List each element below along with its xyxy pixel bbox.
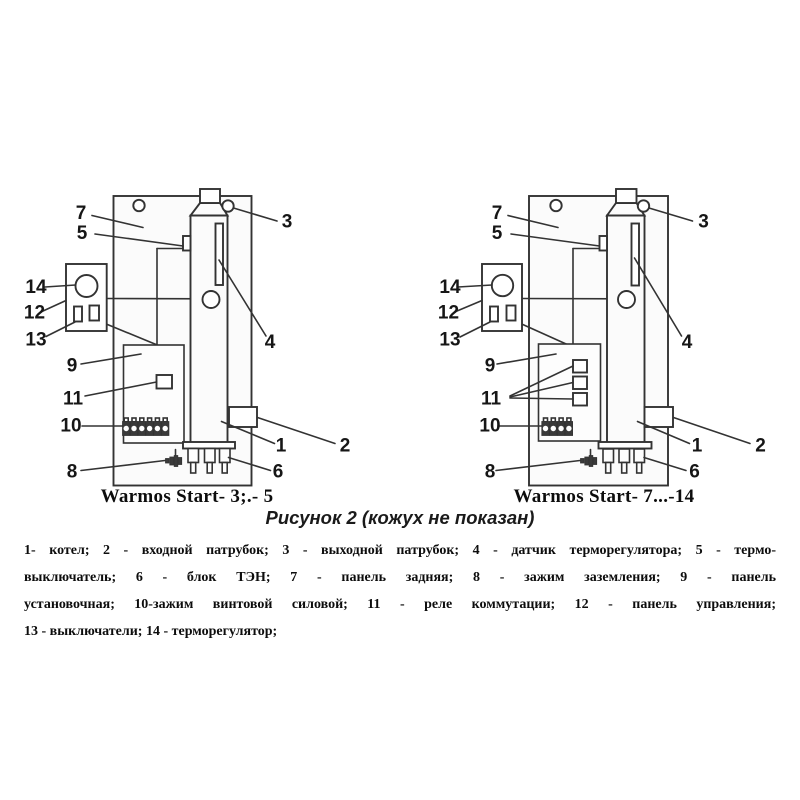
switch bbox=[505, 304, 517, 322]
legend-line: 1- котел; 2 - входной патрубок; 3 - выхо… bbox=[24, 543, 776, 558]
callout-numbers: 7 5 14 12 13 9 11 10 8 3 4 1 2 6 bbox=[438, 203, 766, 483]
heater-flange bbox=[597, 441, 653, 450]
callout-4: 4 bbox=[265, 332, 276, 353]
power-terminal-block bbox=[122, 417, 170, 436]
heating-element-block bbox=[187, 447, 231, 474]
thermal-cutout bbox=[598, 235, 608, 252]
callout-13: 13 bbox=[25, 330, 46, 351]
callout-1: 1 bbox=[692, 436, 703, 457]
thermostat-sensor bbox=[630, 222, 640, 287]
callout-11: 11 bbox=[481, 389, 502, 410]
callout-5: 5 bbox=[77, 223, 88, 244]
callout-14: 14 bbox=[439, 277, 461, 298]
callout-10: 10 bbox=[60, 416, 81, 437]
thermostat-sensor bbox=[214, 222, 224, 286]
leader-lines bbox=[456, 207, 751, 472]
diagram-warmos-start-3-5: 7 5 14 12 13 9 11 10 8 3 4 1 2 6 bbox=[24, 188, 350, 487]
callout-6: 6 bbox=[689, 462, 700, 483]
commutation-relay bbox=[155, 374, 173, 390]
mount-hole bbox=[132, 198, 146, 213]
heater-flange bbox=[182, 441, 236, 450]
sensor-port bbox=[201, 290, 221, 309]
callout-12: 12 bbox=[24, 303, 45, 324]
inlet-pipe bbox=[643, 406, 674, 428]
switch bbox=[88, 304, 100, 322]
callout-8: 8 bbox=[485, 462, 496, 483]
callout-14: 14 bbox=[25, 277, 47, 298]
legend-line: 13 - выключатели; 14 - терморегулятор; bbox=[24, 624, 278, 639]
thermostat-knob bbox=[74, 274, 99, 298]
figure-caption: Рисунок 2 (кожух не показан) bbox=[265, 507, 535, 528]
boiler-tank bbox=[597, 188, 674, 450]
power-terminal-block bbox=[541, 417, 574, 436]
callout-numbers: 7 5 14 12 13 9 11 10 8 3 4 1 2 6 bbox=[24, 203, 350, 483]
callout-7: 7 bbox=[492, 203, 503, 224]
callout-3: 3 bbox=[698, 212, 709, 233]
model-title-right: Warmos Start- 7...-14 bbox=[513, 486, 695, 507]
control-panel bbox=[65, 263, 108, 332]
callout-3: 3 bbox=[282, 212, 293, 233]
parts-legend: 1- котел; 2 - входной патрубок; 3 - выхо… bbox=[24, 537, 776, 645]
callout-2: 2 bbox=[755, 436, 766, 457]
thermostat-knob bbox=[490, 273, 515, 298]
switch bbox=[73, 305, 83, 323]
leader-lines bbox=[42, 207, 336, 472]
switch bbox=[489, 305, 499, 323]
heating-element-block bbox=[602, 448, 646, 474]
thermal-cutout bbox=[182, 235, 192, 252]
outlet-pipe bbox=[615, 188, 638, 204]
callout-1: 1 bbox=[276, 436, 287, 457]
callout-11: 11 bbox=[63, 389, 84, 410]
callout-2: 2 bbox=[340, 436, 351, 457]
inlet-pipe bbox=[228, 406, 258, 428]
sensor-port bbox=[617, 290, 636, 309]
callout-8: 8 bbox=[67, 462, 78, 483]
boiler-diagrams: 7 5 14 12 13 9 11 10 8 3 4 1 2 6 bbox=[24, 188, 766, 487]
outlet-port bbox=[636, 199, 651, 213]
callout-13: 13 bbox=[439, 330, 460, 351]
outlet-port bbox=[221, 199, 235, 213]
callout-7: 7 bbox=[76, 203, 87, 224]
diagram-warmos-start-7-14: 7 5 14 12 13 9 11 10 8 3 4 1 2 6 bbox=[438, 188, 766, 487]
model-title-left: Warmos Start- 3;.- 5 bbox=[100, 486, 274, 507]
callout-4: 4 bbox=[682, 332, 693, 353]
callout-9: 9 bbox=[485, 356, 496, 377]
boiler-tank bbox=[182, 188, 258, 450]
legend-line: выключатель; 6 - блок ТЭН; 7 - панель за… bbox=[24, 570, 776, 585]
callout-6: 6 bbox=[273, 462, 284, 483]
control-panel bbox=[481, 263, 523, 332]
commutation-relays bbox=[572, 359, 588, 407]
mount-hole bbox=[549, 198, 563, 213]
callout-10: 10 bbox=[479, 416, 500, 437]
outlet-pipe bbox=[199, 188, 221, 204]
callout-5: 5 bbox=[492, 223, 503, 244]
legend-line: установочная; 10-зажим винтовой силовой;… bbox=[24, 597, 776, 612]
callout-12: 12 bbox=[438, 303, 459, 324]
callout-9: 9 bbox=[67, 356, 78, 377]
